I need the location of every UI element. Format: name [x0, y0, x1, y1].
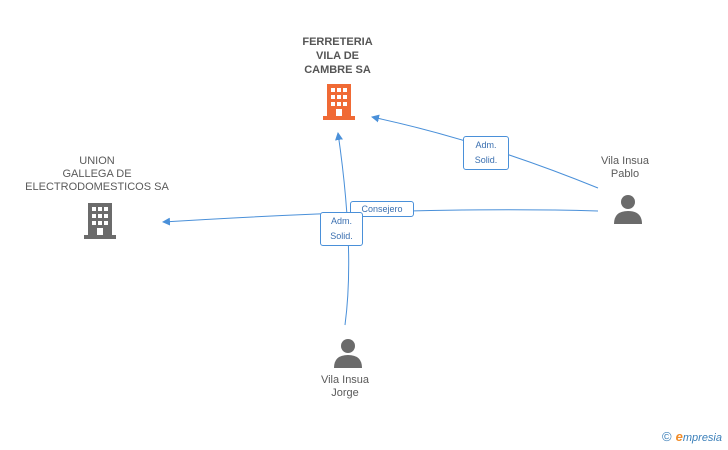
- node-label-union: UNION GALLEGA DE ELECTRODOMESTICOS SA: [25, 155, 169, 193]
- edge-label-pablo-ferreteria: Adm. Solid.: [463, 136, 509, 170]
- edge-label-pablo-union: Consejero: [350, 201, 414, 217]
- node-label-pablo: Vila Insua Pablo: [600, 155, 650, 180]
- empresia-logo-text: mpresia: [682, 432, 722, 444]
- empresia-brand: © empresia: [662, 429, 722, 444]
- copyright-icon: ©: [662, 429, 672, 444]
- building-icon[interactable]: [84, 203, 116, 239]
- building-icon[interactable]: [323, 84, 355, 120]
- node-label-ferreteria: FERRETERIA VILA DE CAMBRE SA: [302, 36, 373, 76]
- person-icon[interactable]: [333, 338, 363, 368]
- edge-label-jorge-ferreteria: Adm. Solid.: [320, 212, 363, 246]
- person-icon[interactable]: [613, 194, 643, 224]
- node-label-jorge: Vila Insua Jorge: [320, 374, 370, 399]
- empresia-logo-e: e: [675, 429, 683, 444]
